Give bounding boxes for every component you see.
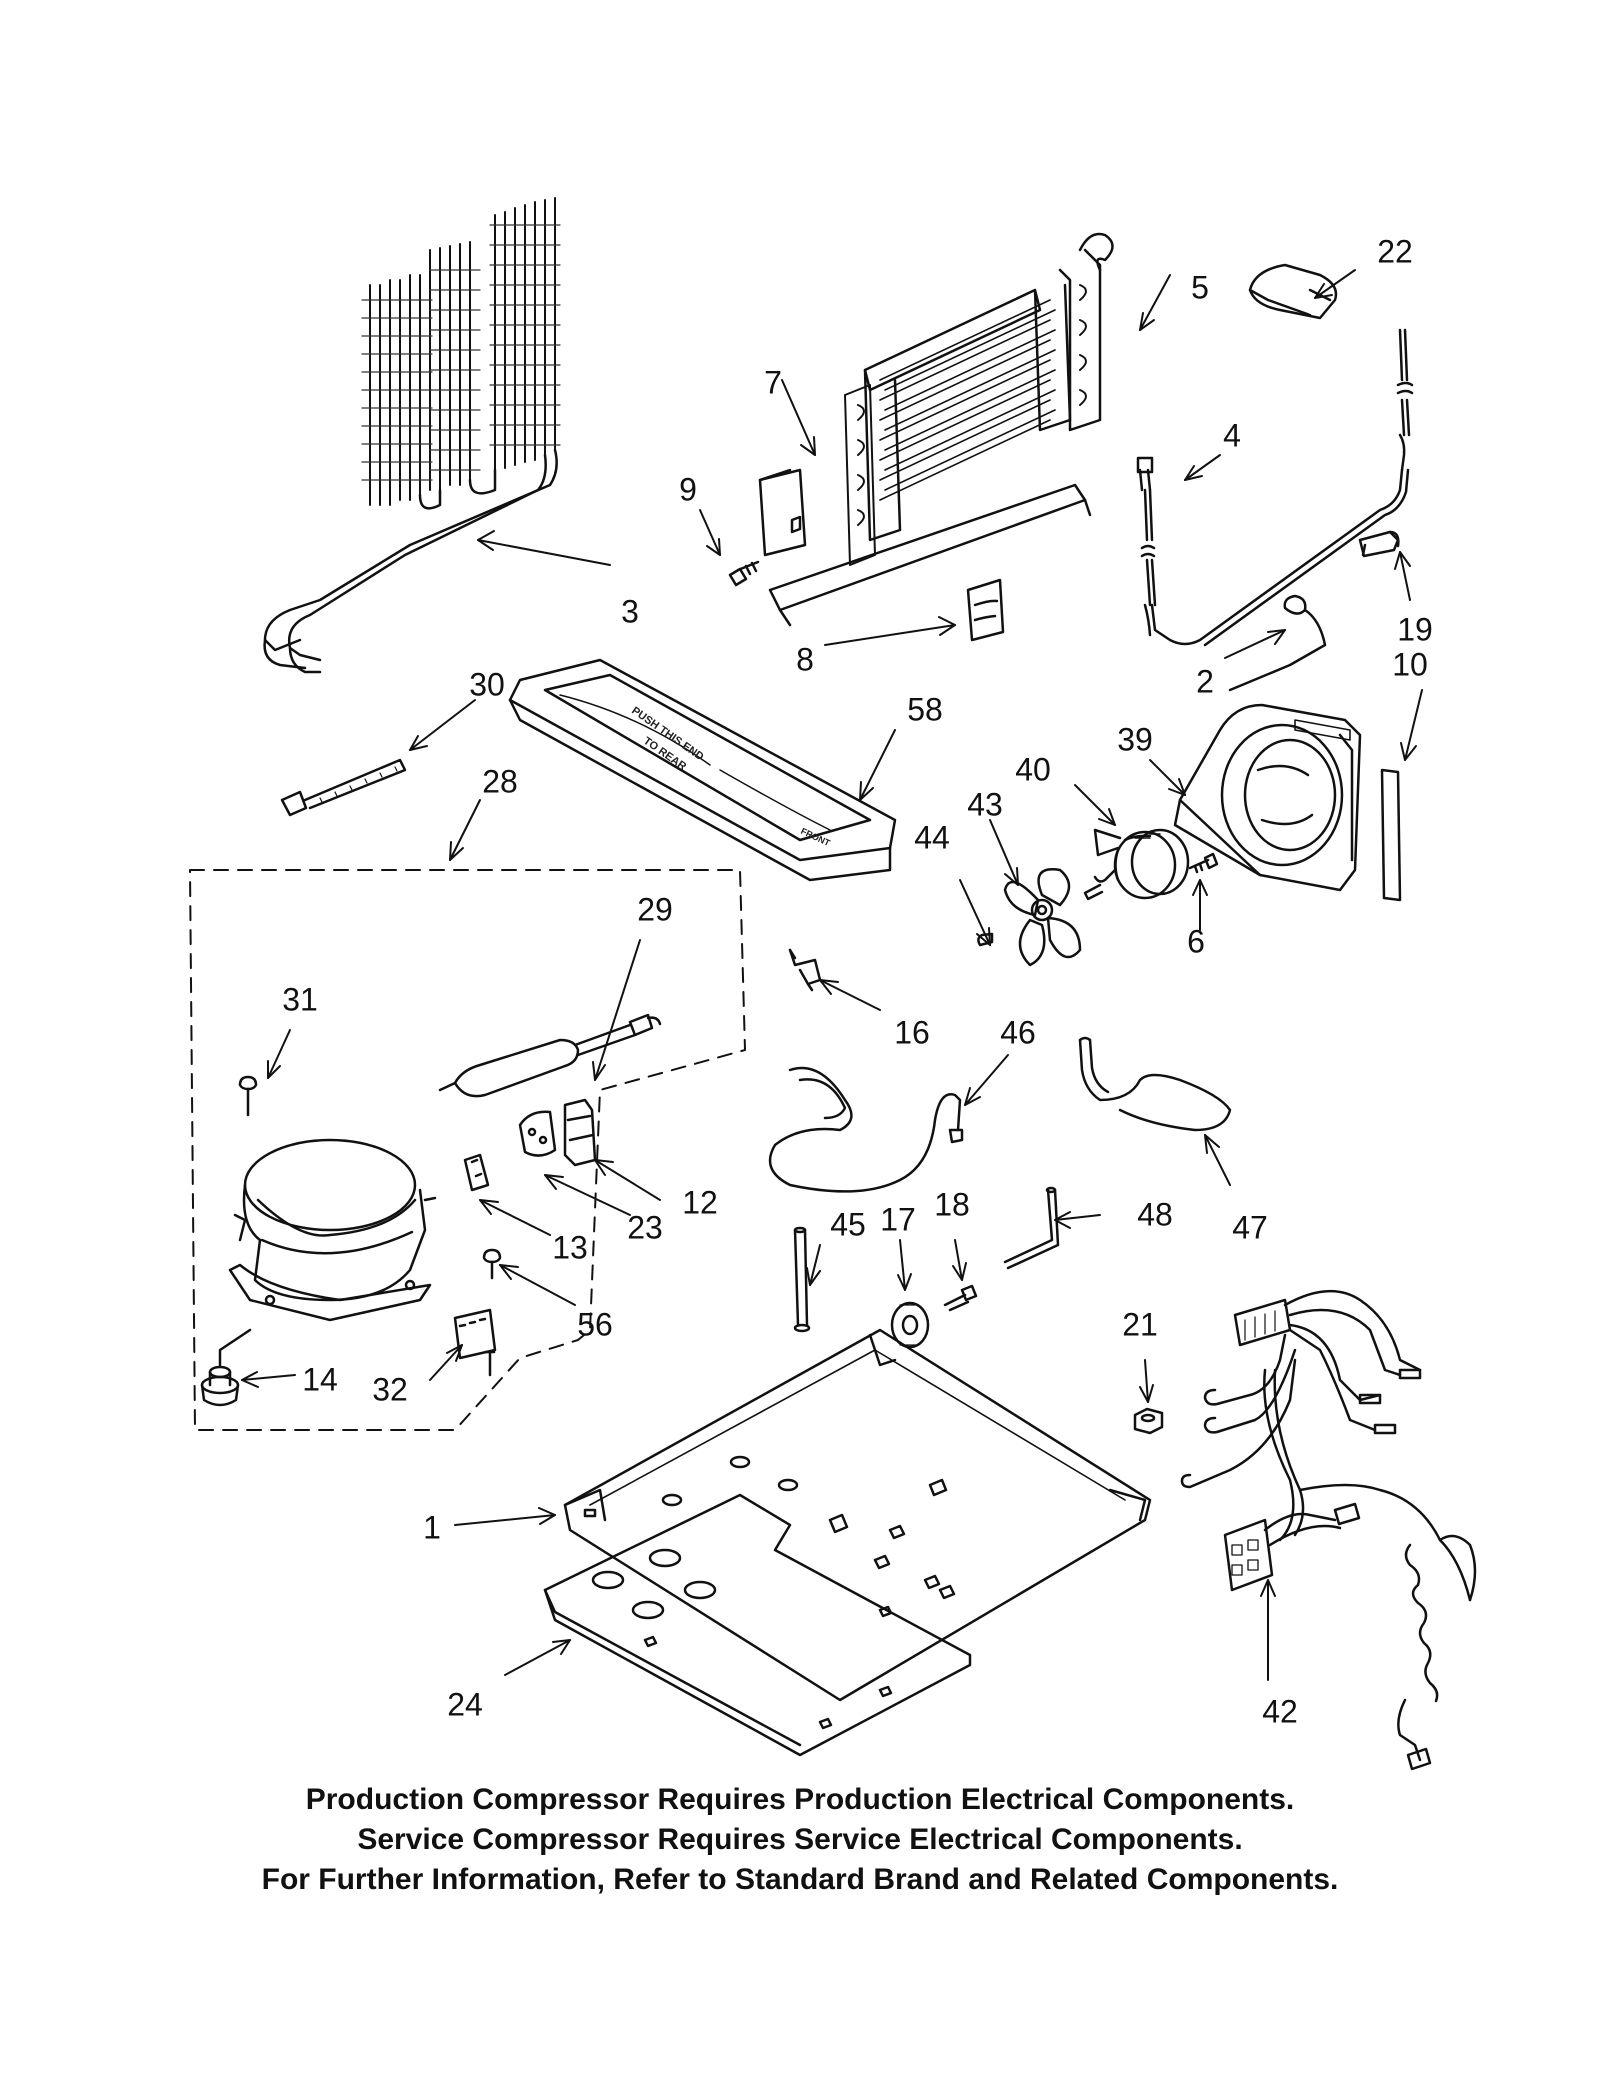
callout-29: 29	[637, 891, 673, 928]
callout-9: 9	[679, 471, 697, 508]
callout-1: 1	[423, 1509, 441, 1546]
wire-harness-42	[1180, 1289, 1477, 1771]
callout-48: 48	[1137, 1196, 1173, 1233]
nut-21	[1133, 1407, 1164, 1435]
callout-56: 56	[577, 1306, 613, 1343]
footer-note-service: Service Compressor Requires Service Elec…	[357, 1823, 1243, 1856]
callout-16: 16	[894, 1014, 930, 1051]
footer-note-production: Production Compressor Requires Productio…	[305, 1783, 1295, 1816]
grommet-2	[1228, 594, 1327, 692]
screw-31	[238, 1075, 258, 1117]
callout-22: 22	[1377, 233, 1413, 270]
drain-tube-46	[768, 1066, 964, 1193]
compressor-kit-outline	[189, 869, 746, 1431]
overload-13	[463, 1153, 490, 1192]
screw-9	[728, 560, 760, 587]
callout-42: 42	[1262, 1693, 1298, 1730]
condenser-coil	[263, 197, 561, 674]
compressor	[228, 1138, 437, 1322]
callout-19: 19	[1397, 611, 1433, 648]
fan-blade-43	[1003, 868, 1082, 967]
callout-31: 31	[282, 981, 318, 1018]
insulation-pad-24	[543, 1493, 972, 1757]
callout-17: 17	[880, 1201, 916, 1238]
callout-28: 28	[482, 763, 518, 800]
rod-45	[793, 1226, 811, 1333]
callout-13: 13	[552, 1229, 588, 1266]
thermistor-4	[1136, 456, 1157, 637]
callout-2: 2	[1196, 663, 1214, 700]
clip-16	[788, 948, 822, 992]
fan-shroud-39	[1173, 703, 1362, 892]
capillary-tube	[1150, 328, 1414, 647]
callout-47: 47	[1232, 1209, 1268, 1246]
callout-18: 18	[934, 1186, 970, 1223]
cover-12	[563, 1098, 597, 1167]
axle-18	[943, 1284, 978, 1312]
filter-drier-29	[438, 1013, 662, 1098]
grommet-14	[200, 1328, 252, 1407]
callout-24: 24	[447, 1686, 483, 1723]
callout-12: 12	[682, 1184, 718, 1221]
leader-lines	[241, 269, 1423, 1681]
footer-note-reference: For Further Information, Refer to Standa…	[261, 1863, 1339, 1896]
screw-6	[1188, 852, 1219, 874]
callout-7: 7	[764, 364, 782, 401]
callout-5: 5	[1191, 269, 1209, 306]
water-tube-47	[1078, 1036, 1232, 1132]
callout-3: 3	[621, 593, 639, 630]
pin-48	[1003, 1186, 1060, 1270]
callout-44: 44	[914, 819, 950, 856]
callout-10: 10	[1392, 646, 1428, 683]
clip-8	[966, 578, 1005, 642]
relay-23	[518, 1110, 557, 1157]
callout-4: 4	[1223, 417, 1241, 454]
callout-40: 40	[1015, 751, 1051, 788]
callout-39: 39	[1117, 721, 1153, 758]
roller-17	[890, 1301, 930, 1349]
callout-6: 6	[1187, 923, 1205, 960]
callout-14: 14	[302, 1361, 338, 1398]
callout-32: 32	[372, 1371, 408, 1408]
callout-23: 23	[627, 1209, 663, 1246]
cable-tie-30	[280, 758, 407, 817]
footer-notes: Production Compressor Requires Productio…	[0, 1780, 1600, 1900]
callout-21: 21	[1122, 1306, 1158, 1343]
base-frame-1	[563, 1328, 1152, 1702]
callout-46: 46	[1000, 1014, 1036, 1051]
callout-43: 43	[967, 786, 1003, 823]
callout-45: 45	[830, 1206, 866, 1243]
callout-58: 58	[907, 691, 943, 728]
evaporator	[758, 232, 1114, 627]
drain-pan-58	[508, 658, 897, 882]
fan-motor-40	[1083, 828, 1190, 901]
screw-56	[482, 1248, 502, 1280]
capacitor-32	[453, 1308, 497, 1377]
clip-19	[1358, 530, 1400, 558]
callout-8: 8	[796, 641, 814, 678]
strip-10	[1380, 768, 1402, 902]
callout-30: 30	[469, 666, 505, 703]
